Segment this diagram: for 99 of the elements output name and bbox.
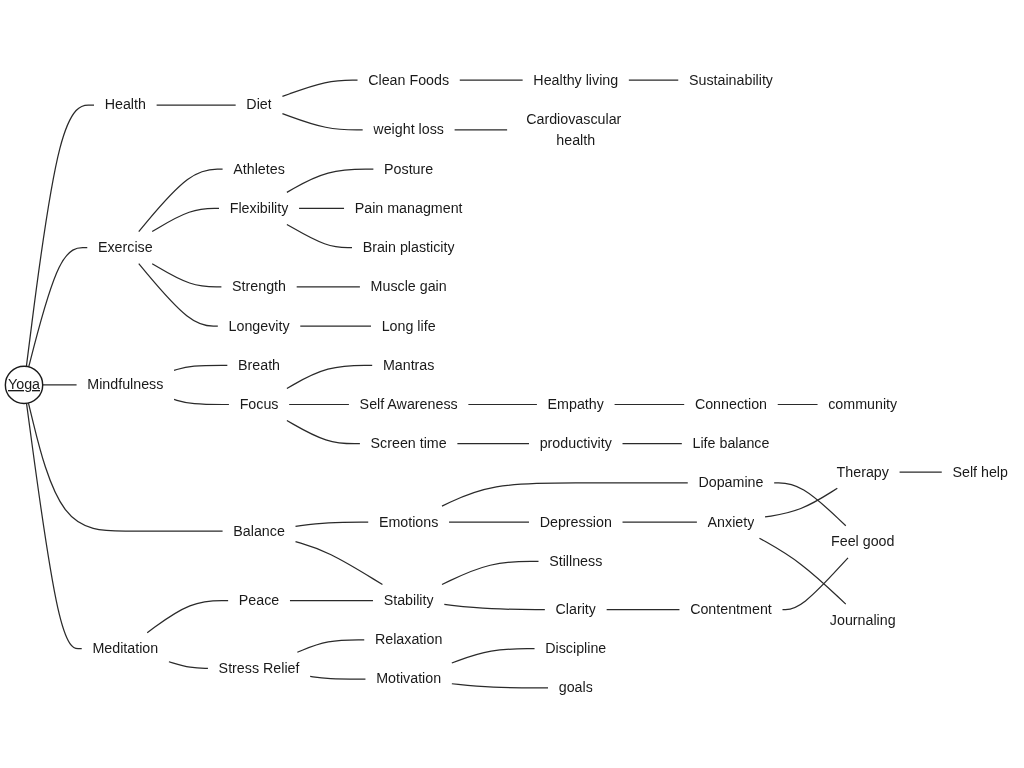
node-text: Stillness bbox=[549, 553, 603, 569]
connector bbox=[441, 560, 540, 586]
connector bbox=[621, 521, 698, 523]
connector bbox=[606, 608, 681, 611]
node-text: Therapy bbox=[836, 464, 889, 480]
node-text: productivity bbox=[539, 435, 612, 451]
connector bbox=[459, 79, 524, 81]
connector bbox=[298, 207, 345, 210]
connector bbox=[296, 286, 361, 288]
connector bbox=[454, 129, 508, 131]
connector bbox=[156, 104, 237, 106]
node-text: Screen time bbox=[370, 435, 447, 451]
node-text: Anxiety bbox=[707, 514, 755, 530]
node-text: Strength bbox=[232, 278, 286, 294]
node-text: Life balance bbox=[692, 435, 770, 451]
connector bbox=[25, 402, 83, 650]
node-text: Focus bbox=[239, 396, 279, 412]
connector bbox=[288, 403, 350, 406]
connector bbox=[777, 403, 819, 406]
node-text: community bbox=[828, 396, 898, 412]
node-text: Pain managment bbox=[354, 200, 463, 216]
node-text: Journaling bbox=[829, 612, 896, 628]
node-text: Diet bbox=[246, 97, 272, 113]
node-text: Discipline bbox=[545, 640, 607, 656]
node-text: Cardiovascular health bbox=[526, 111, 622, 148]
node-text: Flexibility bbox=[229, 200, 289, 216]
node-text: Stability bbox=[383, 592, 434, 608]
connector bbox=[294, 540, 384, 586]
node-text: Connection bbox=[694, 396, 768, 412]
node-text: Depression bbox=[539, 514, 612, 530]
node-text: Breath bbox=[238, 357, 281, 373]
connector bbox=[441, 482, 689, 507]
connector bbox=[151, 263, 223, 288]
connector bbox=[296, 639, 365, 653]
node-text: Long life bbox=[381, 318, 436, 334]
connector bbox=[758, 537, 847, 605]
node-circle: Yoga bbox=[4, 365, 44, 405]
node-text: Meditation bbox=[92, 640, 159, 656]
connector bbox=[898, 471, 943, 473]
node-text: Clean Foods bbox=[368, 72, 450, 88]
connector bbox=[28, 247, 88, 368]
node-text: goals bbox=[558, 679, 593, 696]
connector bbox=[138, 168, 224, 233]
connector bbox=[628, 79, 679, 81]
connector bbox=[443, 603, 546, 611]
connector bbox=[289, 599, 374, 602]
node-text: Relaxation bbox=[374, 631, 443, 647]
connector bbox=[448, 521, 530, 523]
node-text: Emotions bbox=[378, 514, 439, 530]
connector bbox=[286, 168, 374, 193]
connector bbox=[309, 675, 367, 680]
connector bbox=[138, 263, 219, 327]
node-text: Sustainability bbox=[688, 72, 773, 88]
connector bbox=[286, 364, 373, 390]
node-text: Longevity bbox=[228, 318, 290, 334]
connector bbox=[25, 104, 95, 367]
node-text: Feel good bbox=[831, 533, 895, 549]
node-text: Self Awareness bbox=[359, 396, 458, 412]
node-text: Peace bbox=[238, 592, 280, 608]
node-text: Balance bbox=[233, 523, 285, 539]
connector bbox=[168, 661, 209, 669]
node-text: Contentment bbox=[690, 601, 772, 617]
connector bbox=[151, 207, 220, 233]
node-text: Self help bbox=[952, 464, 1008, 480]
node-text: Dopamine bbox=[698, 474, 764, 491]
node-text: Athletes bbox=[233, 161, 285, 177]
connector bbox=[286, 419, 361, 445]
connector bbox=[146, 599, 229, 634]
node-text: Stress Relief bbox=[218, 660, 300, 676]
node-text: Clarity bbox=[555, 601, 596, 617]
connector bbox=[781, 557, 849, 611]
connector bbox=[173, 398, 230, 406]
connector bbox=[451, 648, 536, 664]
connector bbox=[299, 325, 372, 327]
node-text: Empathy bbox=[547, 396, 604, 412]
connector bbox=[613, 403, 685, 406]
connector bbox=[281, 112, 364, 131]
node-text: Exercise bbox=[97, 239, 153, 255]
node-text: Posture bbox=[384, 161, 434, 177]
node-text: Mantras bbox=[382, 357, 435, 373]
connector bbox=[621, 443, 683, 445]
node-text: Motivation bbox=[376, 671, 442, 687]
node-text: Mindfulness bbox=[87, 376, 164, 393]
connector bbox=[764, 487, 838, 518]
connector bbox=[294, 521, 369, 527]
node-text: Brain plasticity bbox=[362, 239, 455, 255]
node-text: Healthy living bbox=[533, 72, 619, 88]
node-text: Health bbox=[104, 97, 146, 113]
node-text: weight loss bbox=[373, 121, 444, 138]
connector bbox=[467, 403, 538, 406]
node-text: Muscle gain bbox=[370, 278, 447, 294]
connector bbox=[451, 683, 549, 689]
connector bbox=[42, 384, 78, 386]
connector bbox=[281, 79, 359, 98]
connector bbox=[286, 223, 353, 249]
connector bbox=[173, 364, 228, 371]
connector bbox=[456, 443, 530, 445]
connector bbox=[773, 482, 847, 527]
connector bbox=[27, 402, 224, 532]
